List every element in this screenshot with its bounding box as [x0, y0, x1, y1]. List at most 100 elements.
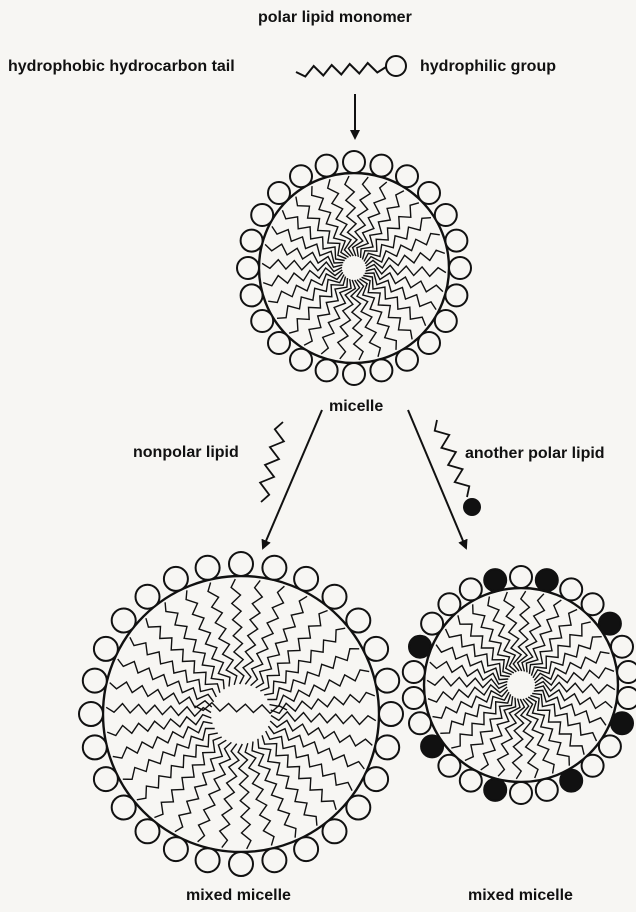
mixed-micelle-left-open-head	[164, 567, 188, 591]
mixed-micelle-left-open-head	[94, 637, 118, 661]
mixed-micelle-right-open-head	[438, 593, 460, 615]
micelle-top-tail	[289, 277, 345, 334]
mixed-micelle-left-boundary	[103, 576, 379, 852]
mixed-micelle-right-open-head	[582, 755, 604, 777]
micelle-top-open-head	[449, 257, 471, 279]
micelle-top-open-head	[418, 182, 440, 204]
mixed-micelle-left-open-head	[136, 819, 160, 843]
mixed-micelle-left-open-head	[323, 819, 347, 843]
micelle-top-open-head	[316, 155, 338, 177]
nonpolar-lipid-zigzag	[260, 422, 284, 502]
mixed-micelle-left-open-head	[323, 585, 347, 609]
mixed-micelle-left-tail	[238, 744, 251, 849]
mixed-micelle-right-open-head	[460, 770, 482, 792]
micelle-top-open-head	[396, 165, 418, 187]
micelle-top-open-head	[435, 310, 457, 332]
micelle-top-tail	[361, 191, 404, 258]
mixed-micelle-left-open-head	[83, 669, 107, 693]
mixed-micelle-left	[79, 552, 403, 876]
mixed-micelle-left-tail	[186, 590, 230, 686]
micelle-top	[237, 151, 471, 385]
mixed-micelle-left-open-head	[294, 837, 318, 861]
mixed-micelle-left-open-head	[294, 567, 318, 591]
another-polar-lipid-label: another polar lipid	[465, 445, 605, 463]
polar-lipid-monomer	[296, 56, 406, 77]
mixed-micelle-right-filled-head	[421, 735, 443, 757]
mixed-micelle-right-filled-head	[599, 613, 621, 635]
micelle-top-open-head	[290, 165, 312, 187]
mixed-micelle-left-open-head	[164, 837, 188, 861]
mixed-micelle-left-tail	[231, 579, 244, 684]
mixed-micelle-left-open-head	[196, 848, 220, 872]
monomer-title: polar lipid monomer	[258, 9, 412, 27]
mixed-micelle-right-open-head	[460, 578, 482, 600]
mixed-micelle-left-tail	[123, 729, 215, 780]
mixed-micelle-left-open-head	[229, 852, 253, 876]
mixed-micelle-left-open-head	[379, 702, 403, 726]
mixed-micelle-left-open-head	[136, 585, 160, 609]
mixed-micelle-right-filled-head	[484, 569, 506, 591]
micelle-top-tail	[321, 279, 351, 354]
micelle-top-open-head	[435, 204, 457, 226]
mixed-micelle-right-open-head	[438, 755, 460, 777]
another-polar-lipid-head	[463, 498, 481, 516]
micelle-top-open-head	[370, 155, 392, 177]
mixed-micelle-right-open-head	[536, 779, 558, 801]
micelle-top-open-head	[251, 204, 273, 226]
micelle-label: micelle	[329, 398, 383, 416]
mixed-micelle-left-open-head	[83, 735, 107, 759]
mixed-micelle-left-open-head	[262, 848, 286, 872]
mixed-micelle-left-open-head	[364, 767, 388, 791]
mixed-micelle-right-open-head	[403, 661, 425, 683]
mixed-micelle-left-tail	[270, 720, 372, 746]
mixed-micelle-left-open-head	[262, 556, 286, 580]
mixed-micelle-right-filled-head	[560, 770, 582, 792]
monomer-head-circle	[386, 56, 406, 76]
mixed-micelle-right-open-head	[617, 687, 636, 709]
mixed-micelle-right-open-head	[617, 661, 636, 683]
mixed-micelle-left-tail	[245, 743, 274, 845]
micelle-top-tail	[351, 280, 363, 360]
nonpolar-lipid-label: nonpolar lipid	[133, 444, 239, 462]
mixed-micelle-left-open-head	[196, 556, 220, 580]
mixed-micelle-left-tail	[262, 735, 336, 810]
mixed-micelle-left-open-head	[375, 735, 399, 759]
micelle-top-open-head	[445, 284, 467, 306]
micelle-top-open-head	[396, 349, 418, 371]
mixed-micelle-left-tail	[146, 618, 220, 693]
mixed-micelle-right-label: mixed micelle	[468, 887, 573, 905]
mixed-micelle-left-tail	[267, 649, 359, 700]
micelle-top-open-head	[251, 310, 273, 332]
mixed-micelle-left-open-head	[346, 609, 370, 633]
micelle-top-open-head	[343, 363, 365, 385]
mixed-micelle-right-open-head	[510, 782, 532, 804]
mixed-micelle-left-open-head	[375, 669, 399, 693]
micelle-top-open-head	[237, 257, 259, 279]
mixed-micelle-right-open-head	[510, 566, 532, 588]
micelle-top-open-head	[268, 332, 290, 354]
micelle-top-tail	[263, 268, 342, 286]
micelle-top-open-head	[418, 332, 440, 354]
mixed-micelle-left-tail	[107, 715, 211, 736]
micelle-top-open-head	[268, 182, 290, 204]
mixed-micelle-left-open-head	[364, 637, 388, 661]
mixed-micelle-left-tail	[271, 712, 376, 725]
mixed-micelle-right-open-head	[409, 712, 431, 734]
head-label: hydrophilic group	[420, 58, 556, 76]
mixed-micelle-right-filled-head	[536, 569, 558, 591]
micelle-top-open-head	[445, 230, 467, 252]
mixed-micelle-right-open-head	[421, 613, 443, 635]
micelle-top-open-head	[343, 151, 365, 173]
mixed-micelle-left-tail	[110, 682, 212, 708]
mixed-micelle-right	[403, 566, 636, 804]
mixed-micelle-right-open-head	[560, 578, 582, 600]
mixed-micelle-right-open-head	[599, 735, 621, 757]
mixed-micelle-left-open-head	[112, 609, 136, 633]
micelle-top-tail	[304, 278, 347, 345]
mixed-micelle-left-open-head	[229, 552, 253, 576]
mixed-micelle-left-open-head	[94, 767, 118, 791]
mixed-micelle-right-open-head	[582, 593, 604, 615]
mixed-micelle-left-tail	[252, 742, 296, 838]
tail-label: hydrophobic hydrocarbon tail	[8, 58, 235, 76]
